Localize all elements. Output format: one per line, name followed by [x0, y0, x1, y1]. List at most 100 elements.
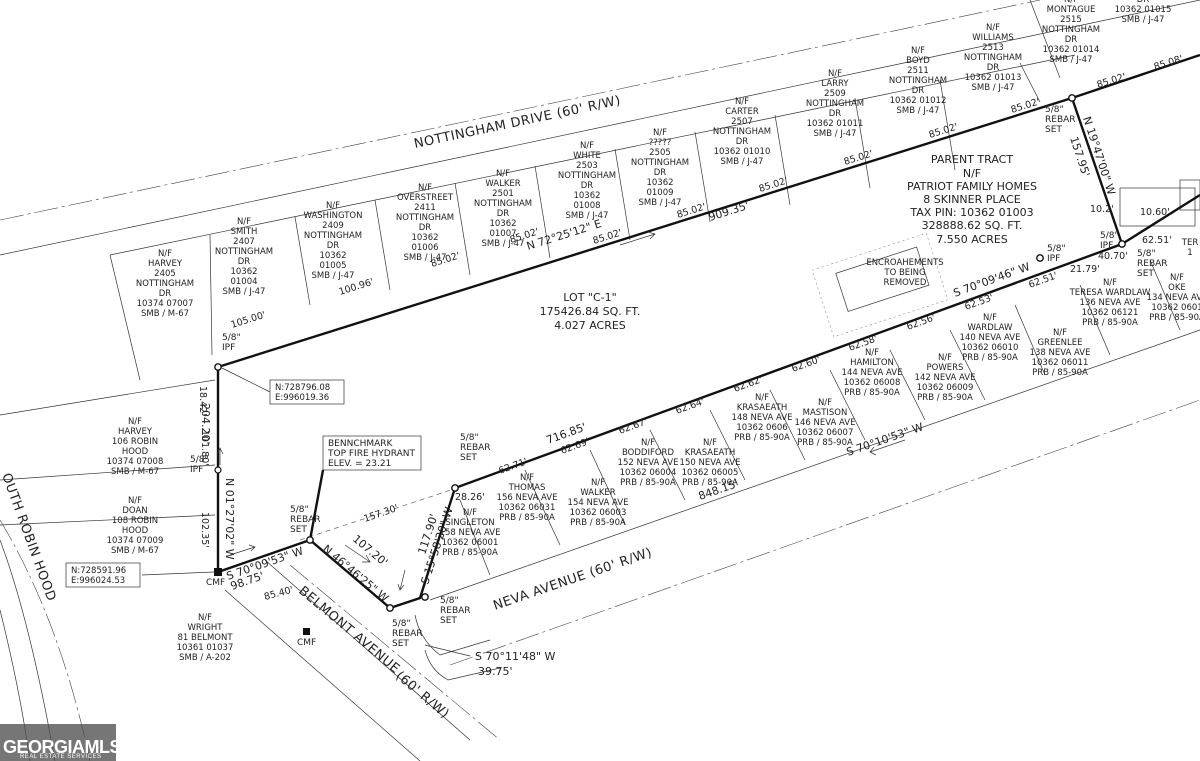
dim-label: 85.02' [1096, 71, 1128, 90]
dim-label: 85.40' [263, 585, 295, 603]
north-lot-divider [534, 165, 551, 259]
owner-label: N/FWASHINGTON2409NOTTINGHAMDR1036201005S… [304, 201, 363, 281]
direction-arrow-icon [344, 544, 371, 563]
svg-text:LOT "C-1": LOT "C-1" [563, 291, 616, 304]
owner-label-line: DR [912, 86, 925, 96]
owner-label-line: 156 NEVA AVE [497, 493, 558, 503]
dim-label: 62.64' [674, 396, 706, 417]
owner-label-line: N/F [1064, 0, 1078, 5]
owner-label-line: N/F [755, 393, 769, 403]
owner-label-line: HAMILTON [850, 358, 894, 368]
coord-label-1: N:728796.08 E:996019.36 [275, 383, 330, 403]
owner-label-line: N/F [818, 398, 832, 408]
owner-label-line: N/F [1053, 328, 1067, 338]
owner-label-line: CARTER [725, 107, 759, 117]
svg-text:ENCROAHEMENTS: ENCROAHEMENTS [866, 258, 943, 268]
svg-text:REMOVED: REMOVED [884, 278, 927, 288]
north-lot-divider [854, 97, 871, 189]
svg-text:N/F: N/F [963, 167, 981, 180]
owner-label: N/FOVERSTREET2411NOTTINGHAMDR1036201006S… [396, 183, 454, 263]
parent-tract-structure [1119, 187, 1196, 227]
north-lot-divider [694, 131, 711, 223]
owner-label-line: DR [159, 289, 172, 299]
owner-label-line: MONTAGUE [1047, 5, 1096, 15]
owner-label-line: 10362 [489, 219, 516, 229]
direction-arrow-icon [397, 569, 406, 591]
owner-label-line: WHITE [573, 151, 601, 161]
south-lot-divider [524, 469, 561, 546]
owner-label-line: THOMAS [508, 483, 546, 493]
svg-text:TO BEING: TO BEING [883, 268, 925, 278]
monument-label: 5/8" IPF [1100, 231, 1119, 251]
north-total-dist: 909.35' [707, 199, 751, 224]
owner-label-line: DOAN [122, 506, 147, 516]
owner-label-line: PRB / 85-90A [442, 548, 498, 558]
owner-label-line: PRB / 85-90A [682, 478, 738, 488]
owner-label-line: 2407 [233, 237, 255, 247]
monument-label: 5/8" REBAR SET [1045, 105, 1076, 135]
owner-label-line: N/F [580, 141, 594, 151]
owner-label-line: LARRY [821, 79, 849, 89]
owner-label-line: DR [987, 63, 1000, 73]
owner-label-line: NOTTINGHAM [558, 171, 616, 181]
bottom-dist: 39.75' [478, 665, 513, 678]
owner-label-line: 106 ROBIN [112, 437, 158, 447]
owner-label-line: 10362 01014 [1043, 45, 1100, 55]
owner-label-line: N/F [986, 23, 1000, 33]
owner-label-line: GREENLEE [1037, 338, 1082, 348]
north-lot-divider [209, 234, 213, 356]
west-lot-divider [0, 464, 216, 481]
belmont-row-line-c [289, 564, 501, 741]
owner-label-line: MASTISON [803, 408, 848, 418]
encroachment-structure [835, 246, 930, 312]
owner-label-line: 2507 [731, 117, 753, 127]
owner-label-line: DR [327, 241, 340, 251]
mls-logo-tagline: REAL ESTATE SERVICES [20, 754, 102, 760]
owner-label-line: 2515 [1060, 15, 1082, 25]
nottingham-row-line-north [0, 0, 1041, 221]
owner-label-line: 10362 06031 [499, 503, 556, 513]
owner-label-line: SMB / M-67 [141, 309, 189, 319]
svg-text:REBAR: REBAR [460, 443, 491, 453]
owner-label-line: N/F [1170, 273, 1184, 283]
svg-text:SET: SET [1137, 269, 1154, 279]
monument-label: 5/8" IPF [1047, 244, 1066, 264]
neva-avenue-label: NEVA AVENUE (60' R/W) [491, 545, 654, 614]
owner-label-line: SMB / J-47 [897, 106, 940, 116]
owner-label-line: POWERS [927, 363, 964, 373]
owner-label-line: 10362 01013 [965, 73, 1022, 83]
north-lot-divider [1019, 62, 1041, 103]
coord-leader [141, 571, 215, 576]
owner-label-line: SMB / J-47 [721, 157, 764, 167]
south-lot-divider [769, 389, 806, 461]
owner-label-line: 01008 [573, 201, 600, 211]
owner-label-line: 10361 01037 [177, 643, 234, 653]
ipf-monument [1036, 254, 1044, 262]
owner-label-line: NOTTINGHAM [964, 53, 1022, 63]
owner-label-line: N/F [237, 217, 251, 227]
owner-label-line: N/F [1103, 278, 1117, 288]
owner-label-line: HARVEY [118, 427, 153, 437]
owner-label-line: 10362 [319, 251, 346, 261]
cmf-monument [214, 568, 222, 576]
owner-label-line: SINGLETON [445, 518, 494, 528]
north-lot-divider [1029, 0, 1061, 79]
svg-text:SET: SET [290, 525, 307, 535]
svg-text:5/8": 5/8" [1100, 231, 1119, 241]
owner-label-line: 2511 [907, 66, 929, 76]
owner-label-line: PRB / 85-90A [1082, 318, 1138, 328]
owner-label-line: N/F [198, 613, 212, 623]
owner-label-line: SMITH [231, 227, 258, 237]
dim-label: 62.60' [790, 354, 822, 375]
